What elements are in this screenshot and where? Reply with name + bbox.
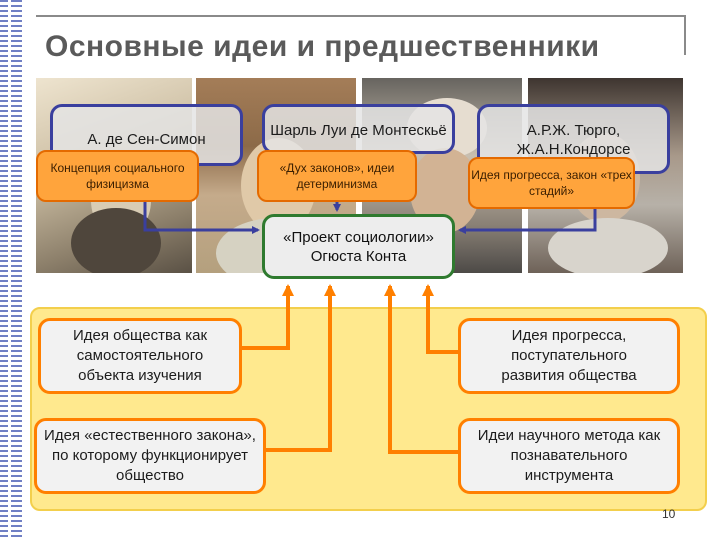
idea-box-progress: Идея прогресса, поступательного развития… bbox=[458, 318, 680, 394]
side-rule bbox=[684, 15, 686, 55]
predecessor-name-label: А. де Сен-Симон bbox=[87, 131, 206, 148]
predecessor-idea-saint-simon: Концепция социального физицизма bbox=[36, 150, 199, 202]
binder-rings bbox=[0, 0, 22, 540]
center-project-label: «Проект социологии» Огюста Конта bbox=[283, 228, 434, 265]
predecessor-idea-label: «Дух законов», идеи детерминизма bbox=[279, 161, 395, 191]
idea-box-natural-law: Идея «естественного закона», по которому… bbox=[34, 418, 266, 494]
idea-box-society-object: Идея общества как самостоятельного объек… bbox=[38, 318, 242, 394]
top-rule bbox=[36, 15, 686, 17]
predecessor-idea-label: Идея прогресса, закон «трех стадий» bbox=[471, 168, 632, 198]
arrow-idea2-to-center bbox=[266, 284, 336, 452]
predecessor-name-label: А.Р.Ж. Тюрго, Ж.А.Н.Кондорсе bbox=[516, 122, 631, 158]
page-number: 10 bbox=[662, 507, 676, 521]
predecessor-name-label: Шарль Луи де Монтескьё bbox=[270, 122, 447, 139]
idea-box-scientific-method: Идеи научного метода как познавательного… bbox=[458, 418, 680, 494]
arrow-idea1-to-center bbox=[242, 284, 294, 350]
idea-label: Идея «естественного закона», по которому… bbox=[44, 427, 256, 484]
predecessor-idea-turgot-condorcet: Идея прогресса, закон «трех стадий» bbox=[468, 157, 635, 209]
arrow-idea4-to-center bbox=[384, 284, 458, 454]
arrow-idea3-to-center bbox=[422, 284, 458, 354]
idea-label: Идея общества как самостоятельного объек… bbox=[72, 327, 208, 384]
idea-label: Идеи научного метода как познавательного… bbox=[477, 427, 661, 484]
arrow-turgot-to-center bbox=[458, 209, 597, 234]
predecessor-idea-montesquieu: «Дух законов», идеи детерминизма bbox=[257, 150, 417, 202]
center-project-box: «Проект социологии» Огюста Конта bbox=[262, 214, 455, 279]
predecessor-idea-label: Концепция социального физицизма bbox=[50, 161, 185, 191]
predecessor-name-montesquieu: Шарль Луи де Монтескьё bbox=[262, 104, 455, 154]
arrow-saint-simon-to-center bbox=[143, 202, 260, 234]
idea-label: Идея прогресса, поступательного развития… bbox=[501, 327, 637, 384]
slide-title: Основные идеи и предшественники bbox=[45, 30, 600, 63]
